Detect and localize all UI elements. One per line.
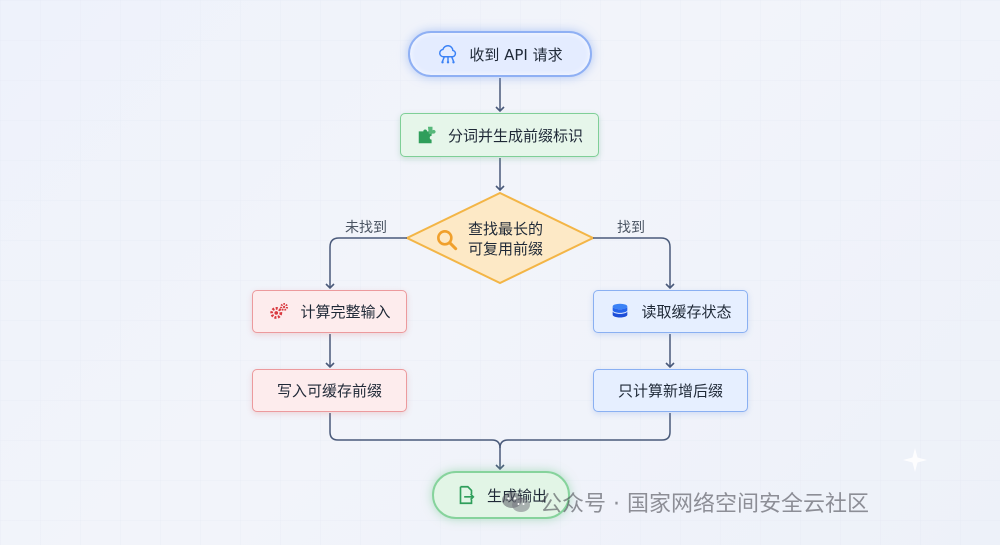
file-export-icon [455, 484, 477, 506]
database-icon [609, 301, 631, 323]
edge-label-not-found: 未找到 [345, 220, 387, 236]
watermark-text: 公众号 · 国家网络空间安全云社区 [540, 492, 869, 517]
sparkle-icon [903, 448, 927, 472]
node-compute-full-input: 计算完整输入 [252, 290, 407, 333]
watermark: 公众号 · 国家网络空间安全云社区 [500, 487, 869, 517]
edge-computenew-merge [499, 413, 671, 449]
node-write-cache: 写入可缓存前缀 [252, 369, 407, 412]
wechat-icon [500, 491, 532, 513]
cloud-network-icon [437, 43, 459, 65]
node-compute-new-suffix: 只计算新增后缀 [593, 369, 748, 412]
node-label: 写入可缓存前缀 [276, 382, 382, 400]
decision-line-1: 查找最长的 [467, 220, 543, 238]
edge-label-found: 找到 [617, 220, 645, 236]
puzzle-icon [416, 124, 438, 146]
decision-line-2: 可复用前缀 [467, 240, 543, 258]
node-tokenize: 分词并生成前缀标识 [400, 113, 599, 157]
node-label: 收到 API 请求 [469, 45, 563, 64]
edge-decision-compute [325, 237, 407, 290]
node-read-cache: 读取缓存状态 [593, 290, 748, 333]
node-label: 只计算新增后缀 [617, 382, 723, 400]
gears-icon [268, 301, 290, 323]
edge-decision-read [593, 237, 675, 290]
node-receive-request: 收到 API 请求 [408, 31, 592, 77]
node-label: 读取缓存状态 [641, 303, 732, 321]
node-label: 分词并生成前缀标识 [447, 126, 583, 145]
decision-text: 查找最长的 可复用前缀 [458, 219, 553, 259]
edge-write-merge [329, 413, 501, 449]
decision-diamond [404, 191, 596, 285]
node-label: 计算完整输入 [300, 303, 391, 321]
search-icon [434, 227, 460, 253]
